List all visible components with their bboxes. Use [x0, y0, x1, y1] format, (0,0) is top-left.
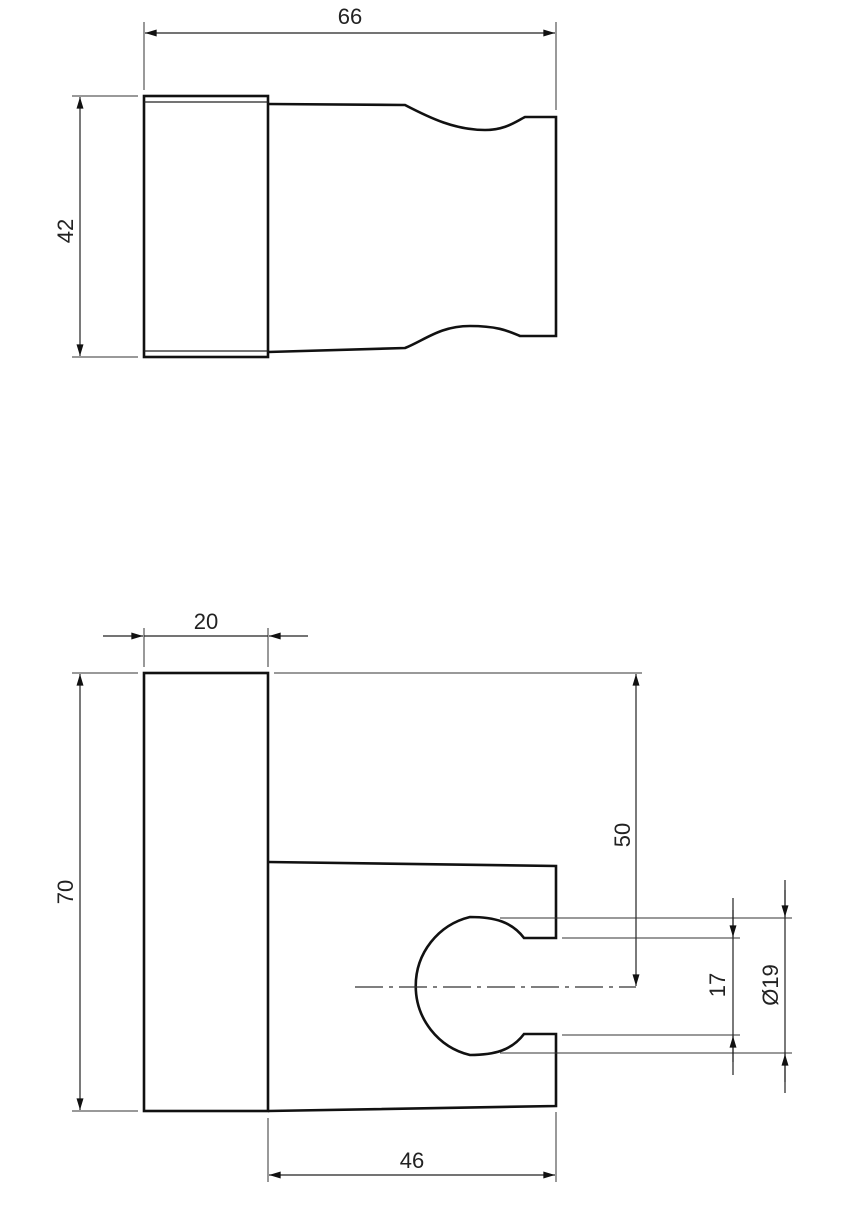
dim-70-label: 70 [53, 880, 78, 904]
dim-42-label: 42 [53, 219, 78, 243]
top-view-grip-body [267, 102, 558, 354]
side-view-hook-arm [267, 860, 558, 1113]
top-view-base-block [142, 94, 270, 359]
dim-66-label: 66 [338, 4, 362, 29]
dim-50-label: 50 [610, 823, 635, 847]
dim-46-label: 46 [400, 1148, 424, 1173]
top-view: 66 42 [53, 4, 558, 359]
side-view: 20 70 50 17 Ø19 46 [53, 609, 792, 1182]
dim-17-label: 17 [705, 973, 730, 997]
dim-19-label: Ø19 [758, 964, 783, 1006]
dim-20-label: 20 [194, 609, 218, 634]
side-view-base-plate [142, 671, 270, 1113]
